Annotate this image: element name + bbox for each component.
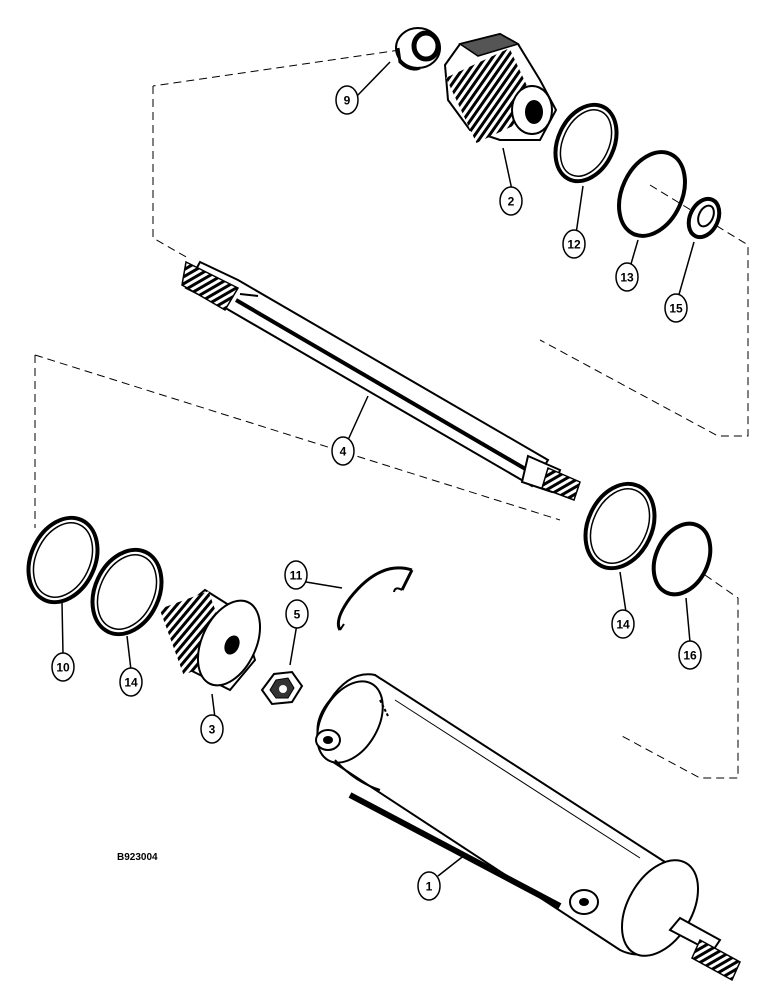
- backup-ring-part-14-right: [583, 481, 657, 571]
- retaining-ring-ends: [339, 587, 403, 631]
- o-ring-part-16: [651, 521, 713, 597]
- rod-seal-part: [686, 196, 722, 240]
- svg-text:4: 4: [340, 445, 347, 459]
- svg-text:16: 16: [683, 649, 697, 663]
- callout-4: 4: [331, 436, 355, 466]
- svg-text:12: 12: [567, 238, 581, 252]
- svg-text:1: 1: [426, 880, 433, 894]
- backup-ring-14-right-inner: [589, 488, 651, 564]
- svg-text:5: 5: [294, 608, 301, 622]
- callout-5: 5: [285, 599, 309, 629]
- gland-part: [443, 32, 558, 143]
- svg-text:14: 14: [616, 618, 630, 632]
- svg-text:15: 15: [669, 302, 683, 316]
- callout-12: 12: [562, 229, 586, 259]
- svg-text:11: 11: [290, 569, 303, 583]
- piston-part: [159, 588, 261, 692]
- callout-1: 1: [417, 871, 441, 901]
- backup-ring-part-14-left: [90, 547, 164, 637]
- callout-10: 10: [51, 652, 75, 682]
- callout-14-right: 14: [611, 609, 635, 639]
- callout-14-left: 14: [119, 667, 143, 697]
- svg-text:13: 13: [620, 271, 634, 285]
- svg-text:10: 10: [56, 661, 70, 675]
- piston-seal-part-10: [26, 515, 100, 605]
- svg-text:3: 3: [209, 723, 216, 737]
- leader-lines: [61, 61, 695, 877]
- callout-15: 15: [664, 293, 688, 323]
- svg-text:14: 14: [124, 676, 138, 690]
- piston-seal-10-inner: [32, 522, 94, 598]
- svg-text:2: 2: [508, 195, 515, 209]
- wiper-seal-part: [395, 27, 441, 71]
- cylinder-tube-part: [315, 673, 741, 982]
- upper-guide-line: [152, 49, 749, 437]
- callout-2: 2: [499, 186, 523, 216]
- callout-9: 9: [335, 85, 359, 115]
- backup-ring-inner-edge: [559, 109, 613, 177]
- callout-11: 11: [284, 560, 308, 590]
- backup-ring-14-left-inner: [96, 554, 158, 630]
- backup-ring-part-12: [553, 102, 619, 184]
- callout-16: 16: [678, 640, 702, 670]
- callout-3: 3: [200, 714, 224, 744]
- svg-text:9: 9: [344, 94, 351, 108]
- nut-part: [260, 670, 304, 706]
- o-ring-part-13: [617, 150, 687, 238]
- figure-code-label: B923004: [117, 852, 158, 863]
- callout-13: 13: [615, 262, 639, 292]
- piston-rod-part: [181, 260, 581, 501]
- retaining-ring-part: [336, 566, 414, 631]
- lower-guide-line: [34, 354, 739, 779]
